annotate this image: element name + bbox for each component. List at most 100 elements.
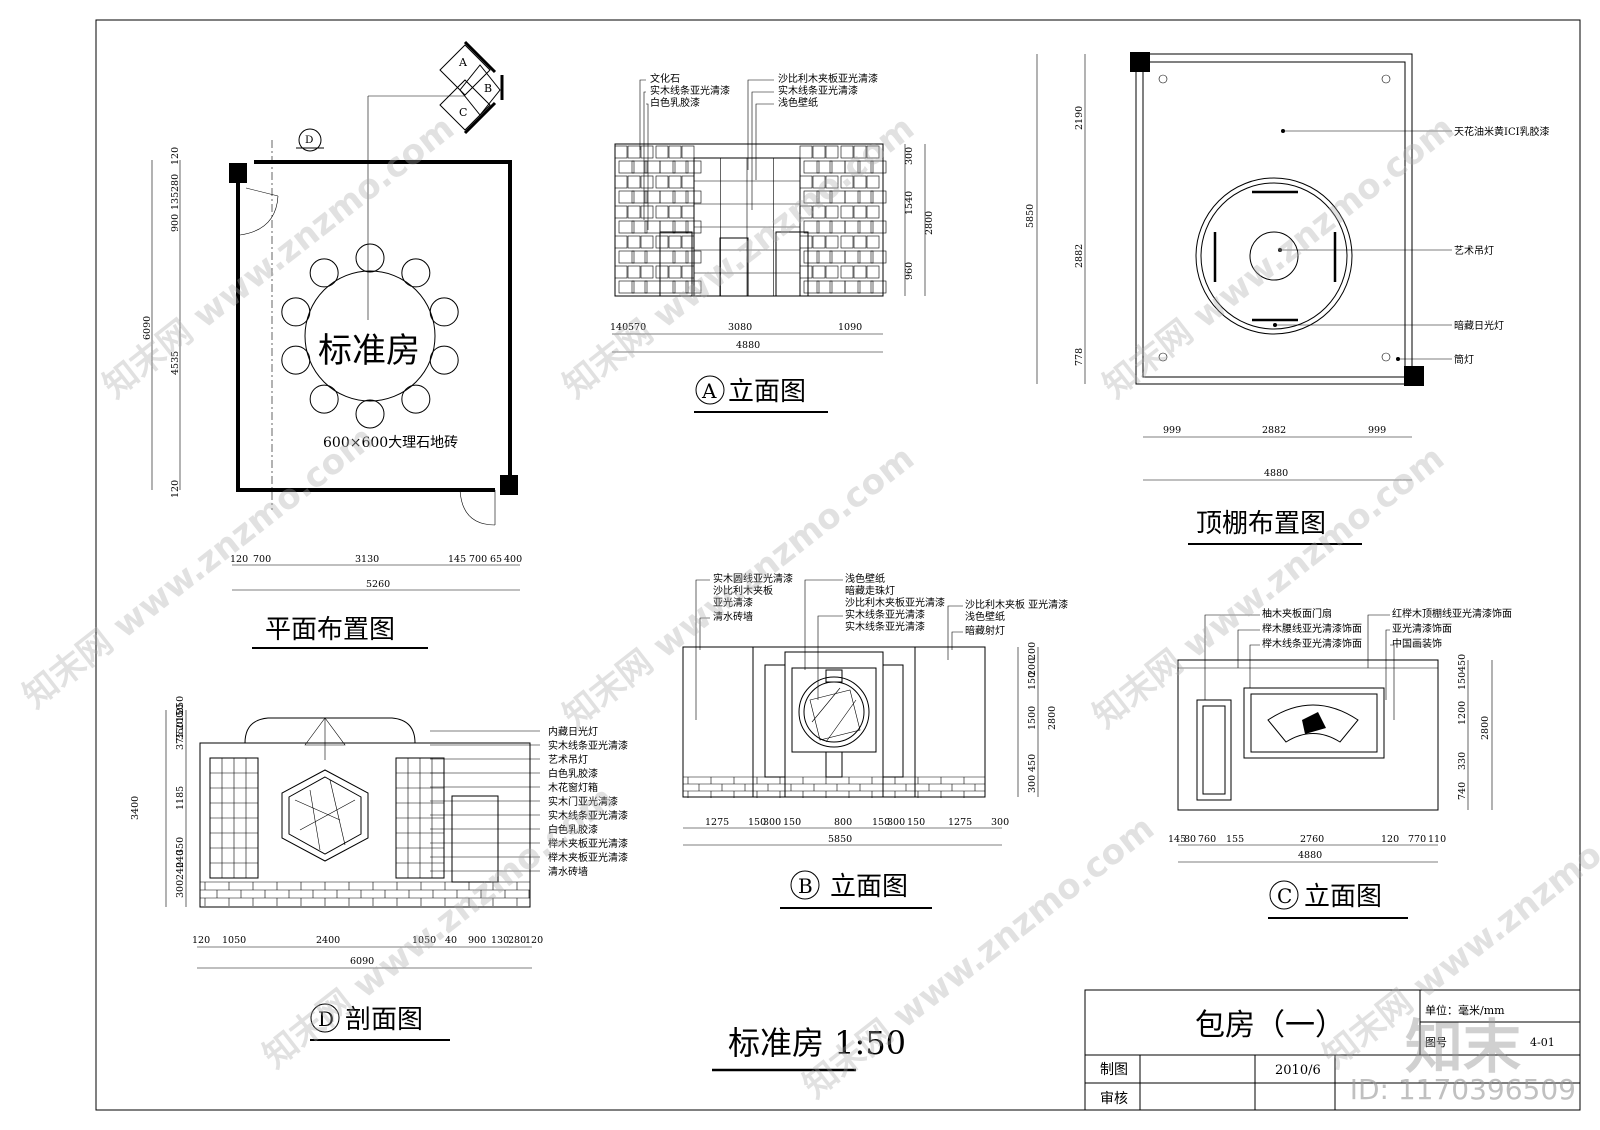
svg-text:140: 140 [610,322,628,333]
dimension-text: 120 [1381,834,1399,845]
svg-text:筒灯: 筒灯 [1454,353,1474,366]
svg-text:4880: 4880 [736,340,760,351]
svg-text:白色乳胶漆: 白色乳胶漆 [650,96,700,109]
column [1404,366,1424,386]
svg-text:单位：毫米/mm: 单位：毫米/mm [1425,1003,1505,1017]
material-label: 实木门亚光清漆 [548,795,618,808]
dimension-text: 200 [175,712,186,730]
title-block-name: 包房（一） [1195,1008,1345,1043]
dimension-text: 330 [1457,752,1468,770]
svg-text:1090: 1090 [838,322,862,333]
dimension-text: 200 [1027,642,1038,660]
material-label: 木花窗灯箱 [548,781,598,794]
svg-text:120: 120 [170,147,181,165]
ceiling-title: 顶棚布置图 [1196,509,1326,539]
svg-text:D: D [305,134,313,146]
material-label: 中国画装饰 [1392,637,1442,650]
dimension-text: 300 [1027,775,1038,793]
material-label: 榉木腰线亚光清漆饰面 [1262,622,1362,635]
chair [309,258,339,288]
svg-text:图号: 图号 [1425,1036,1447,1049]
dimension-text: 150 [1457,672,1468,690]
svg-text:A: A [701,379,717,403]
svg-text:4-01: 4-01 [1530,1036,1555,1049]
dimension-text: 150 [907,817,925,828]
svg-text:2800: 2800 [924,211,935,235]
svg-text:2882: 2882 [1074,244,1085,268]
chair [429,297,459,327]
dimension-text: 770 [1408,834,1426,845]
svg-text:900: 900 [468,935,486,946]
svg-text:2882: 2882 [1262,425,1286,436]
column [1130,52,1150,72]
ceiling-labels: 天花油米黄ICI乳胶漆 艺术吊灯 暗藏日光灯 筒灯 [1273,125,1550,366]
dimension-text: 155 [1226,834,1244,845]
svg-text:1540: 1540 [904,191,915,215]
svg-text:B: B [798,874,813,898]
svg-text:135: 135 [170,192,181,210]
plan-dims-bottom: 120 700 3130 145 700 65 400 5260 [230,554,522,591]
chair [355,243,385,273]
dimension-text: 300 [763,817,781,828]
svg-text:4535: 4535 [170,351,181,375]
chair [355,399,385,429]
svg-text:280: 280 [508,935,526,946]
svg-text:实木线条亚光清漆: 实木线条亚光清漆 [650,84,730,97]
svg-text:文化石: 文化石 [650,72,680,85]
svg-text:5850: 5850 [1025,204,1036,228]
svg-text:2010/6: 2010/6 [1275,1063,1321,1078]
svg-text:审核: 审核 [1100,1091,1128,1107]
svg-text:960: 960 [904,262,915,280]
svg-text:4880: 4880 [1264,468,1288,479]
svg-text:沙比利木夹板亚光清漆: 沙比利木夹板亚光清漆 [778,72,878,85]
dimension-text: 150 [872,817,890,828]
sheet-border [95,19,1581,1111]
svg-text:B: B [484,82,492,95]
material-label: 浅色壁纸 [845,572,885,585]
dimension-text: 2800 [1480,716,1491,740]
plan-dims-left: 120 280 135 900 6090 4535 120 [142,147,181,498]
chair [309,384,339,414]
chair [429,345,459,375]
svg-text:65: 65 [490,554,502,565]
svg-text:999: 999 [1163,425,1181,436]
svg-text:实木线条亚光清漆: 实木线条亚光清漆 [778,84,858,97]
dimension-text: 1200 [1457,701,1468,725]
ceiling-dims: 5850 2190 2882 778 999 2882 999 4880 [1025,54,1412,481]
dimension-text: 1500 [1027,706,1038,730]
svg-text:1050: 1050 [412,935,436,946]
elevation-a-labels: 文化石 实木线条亚光清漆 白色乳胶漆 沙比利木夹板亚光清漆 实木线条亚光清漆 浅… [639,72,878,230]
dining-table [281,243,459,429]
material-label: 红榉木顶棚线亚光清漆饰面 [1392,607,1512,620]
chair [401,384,431,414]
material-label: 实木圆线亚光清漆 [713,572,793,585]
dimension-text: 760 [1198,834,1216,845]
svg-text:A: A [458,56,468,69]
svg-text:2400: 2400 [316,935,340,946]
plan-title: 平面布置图 [265,615,395,645]
svg-text:120: 120 [170,480,181,498]
elevation-b: 实木圆线亚光清漆沙比利木夹板亚光清漆清水砖墙浅色壁纸暗藏走珠灯沙比利木夹板亚光清… [682,572,1068,909]
svg-text:6090: 6090 [350,956,374,967]
dimension-text: 2760 [1300,834,1324,845]
material-label: 实木线条亚光清漆 [845,608,925,621]
chair [401,258,431,288]
floor-plan: 标准房 600×600大理石地砖 A B C D 120 280 13 [142,40,522,649]
elevation-a-title: 立面图 [728,377,806,407]
floor-note: 600×600大理石地砖 [323,435,458,451]
material-label: 清水砖墙 [548,865,588,878]
logo-watermark: 知末 [1405,1013,1522,1081]
svg-text:4880: 4880 [1298,850,1322,861]
svg-text:120: 120 [230,554,248,565]
dimension-text: 350 [175,837,186,855]
svg-text:C: C [1277,884,1292,908]
svg-text:900: 900 [170,214,181,232]
material-label: 榉木夹板亚光清漆 [548,837,628,850]
section-d: 内藏日光灯实木线条亚光清漆艺术吊灯白色乳胶漆木花窗灯箱实木门亚光清漆实木线条亚光… [130,696,628,1041]
material-label: 浅色壁纸 [965,610,1005,623]
svg-text:暗藏日光灯: 暗藏日光灯 [1454,319,1504,332]
material-label: 清水砖墙 [713,610,753,623]
svg-text:280: 280 [170,174,181,192]
